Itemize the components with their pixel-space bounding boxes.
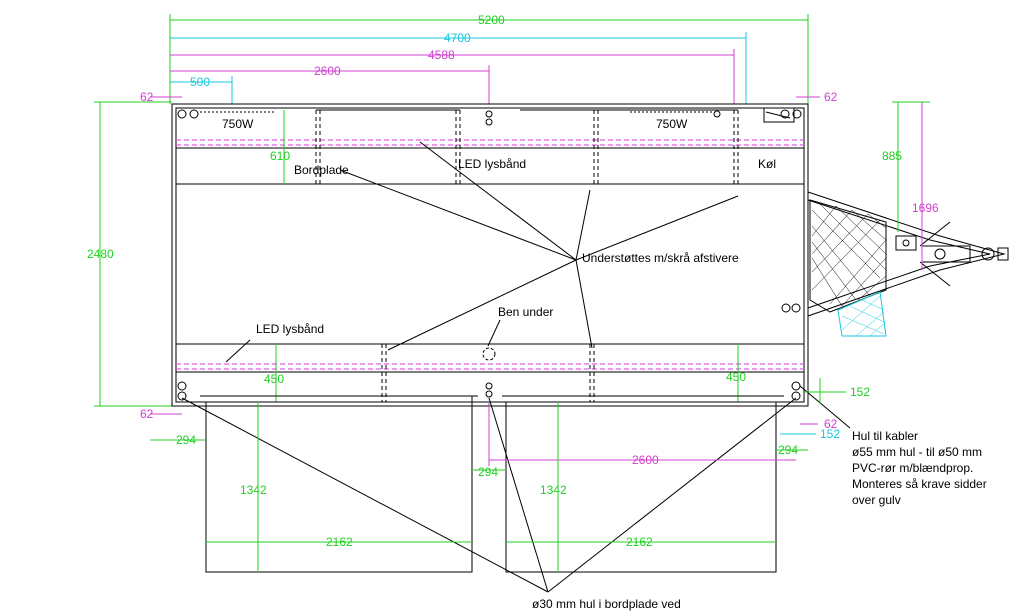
heater-right: 750W xyxy=(630,111,712,131)
label-understottes: Understøttes m/skrå afstivere xyxy=(582,251,739,265)
dim-1342-left: 1342 xyxy=(240,402,267,572)
note-line-1: Hul til kabler xyxy=(852,429,918,443)
dim-450-right: 450 xyxy=(726,344,746,402)
dim-1696: 1696 xyxy=(912,102,939,270)
dim-2480: 2480 xyxy=(87,101,172,407)
label-ben-under: Ben under xyxy=(498,305,553,319)
dim-2162-right: 2162 xyxy=(506,535,776,549)
dim-294-r-text: 294 xyxy=(778,443,798,457)
dim-294-left: 294 xyxy=(150,433,206,447)
label-hul-bordplade: ø30 mm hul i bordplade ved xyxy=(532,597,681,611)
dim-62-br-text: 62 xyxy=(824,417,838,431)
dim-610: 610 xyxy=(270,110,290,184)
dim-62-tr-text: 62 xyxy=(824,90,838,104)
dim-885: 885 xyxy=(882,101,930,232)
heater-left: 750W xyxy=(200,111,276,131)
dim-500: 500 xyxy=(170,75,233,104)
note-line-3: PVC-rør m/blændprop. xyxy=(852,461,973,475)
dim-62-top-left: 62 xyxy=(140,90,182,104)
heater-left-text: 750W xyxy=(222,117,254,131)
dim-152-a-text: 152 xyxy=(850,385,870,399)
dim-5200: 5200 xyxy=(169,13,809,104)
label-led-top: LED lysbånd xyxy=(458,157,526,171)
note-line-2: ø55 mm hul - til ø50 mm xyxy=(852,445,982,459)
dim-62-bottom-right: 62 xyxy=(800,417,838,431)
dim-294-mid: 294 xyxy=(472,465,506,479)
dim-62-tl-text: 62 xyxy=(140,90,154,104)
dim-450-left: 450 xyxy=(264,344,284,402)
dim-1342-right: 1342 xyxy=(540,402,567,572)
table-left xyxy=(200,395,478,573)
dim-885-text: 885 xyxy=(882,149,902,163)
dim-4700-text: 4700 xyxy=(444,31,471,45)
dim-2600-bot-text: 2600 xyxy=(632,453,659,467)
dim-2600-top-text: 2600 xyxy=(314,64,341,78)
dim-2480-text: 2480 xyxy=(87,247,114,261)
dim-294-l-text: 294 xyxy=(176,433,196,447)
dim-500-text: 500 xyxy=(190,75,210,89)
dim-294-m-text: 294 xyxy=(478,465,498,479)
dim-62-top-right: 62 xyxy=(796,90,838,104)
table-right xyxy=(502,395,784,573)
dim-2162-l-text: 2162 xyxy=(326,535,353,549)
dim-62-bl-text: 62 xyxy=(140,407,154,421)
dim-2600-bottom: 2600 xyxy=(488,402,796,467)
towbar xyxy=(807,191,1009,337)
dim-2162-r-text: 2162 xyxy=(626,535,653,549)
dim-610-text: 610 xyxy=(270,149,290,163)
dim-152-b-text: 152 xyxy=(820,427,840,441)
label-kol: Køl xyxy=(758,157,776,171)
dim-5200-text: 5200 xyxy=(478,13,505,27)
dim-4700: 4700 xyxy=(170,31,747,104)
dim-450-r-text: 450 xyxy=(726,370,746,384)
leader-lines xyxy=(181,141,851,593)
dim-1696-text: 1696 xyxy=(912,201,939,215)
dim-2600-top: 2600 xyxy=(170,64,490,104)
dim-294-right: 294 xyxy=(776,443,808,457)
dim-4588: 4588 xyxy=(170,48,735,104)
dim-1342-l-text: 1342 xyxy=(240,483,267,497)
note-line-5: over gulv xyxy=(852,493,901,507)
label-bordplade: Bordplade xyxy=(294,163,349,177)
dim-2162-left: 2162 xyxy=(206,535,472,549)
dim-62-bottom-left: 62 xyxy=(140,407,182,421)
dim-4588-text: 4588 xyxy=(428,48,455,62)
heater-right-text: 750W xyxy=(656,117,688,131)
note-hul-kabler: Hul til kabler ø55 mm hul - til ø50 mm P… xyxy=(852,429,987,507)
label-led-bottom: LED lysbånd xyxy=(256,322,324,336)
note-line-4: Monteres så krave sidder xyxy=(852,477,987,491)
dim-450-l-text: 450 xyxy=(264,372,284,386)
dim-1342-r-text: 1342 xyxy=(540,483,567,497)
dim-152-b: 152 xyxy=(780,427,840,441)
dim-152-a: 152 xyxy=(804,378,870,404)
